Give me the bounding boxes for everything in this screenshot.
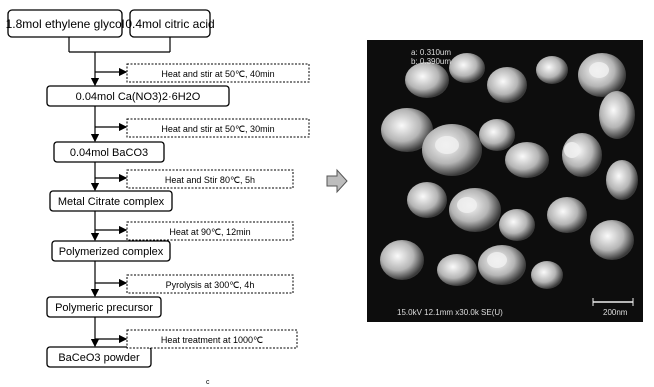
condition-box: Heat and stir at 50℃, 30min bbox=[126, 118, 310, 138]
step-box-barium-carbonate: 0.04mol BaCO3 bbox=[53, 141, 165, 163]
step-label: Metal Citrate complex bbox=[58, 196, 165, 208]
step-label: 0.04mol BaCO3 bbox=[70, 147, 148, 159]
input-box-ethylene-glycol: 1.8mol ethylene glycol bbox=[6, 9, 125, 38]
condition-box: Pyrolysis at 300℃, 4h bbox=[126, 274, 294, 294]
sem-info-bar: 15.0kV 12.1mm x30.0k SE(U) bbox=[397, 308, 503, 317]
step-box-polymerized-complex: Polymerized complex bbox=[51, 240, 171, 262]
condition-label: Pyrolysis at 300℃, 4h bbox=[166, 280, 255, 290]
condition-box: Heat at 90℃, 12min bbox=[126, 221, 294, 241]
input-box-citric-acid: 0.4mol citric acid bbox=[125, 9, 215, 38]
condition-box: Heat treatment at 1000℃ bbox=[126, 329, 298, 349]
step-label: BaCeO3 powder bbox=[58, 352, 140, 364]
condition-label: Heat and stir at 50℃, 30min bbox=[161, 124, 274, 134]
sem-particles bbox=[367, 40, 643, 322]
step-label: Polymeric precursor bbox=[55, 302, 153, 314]
input-label: 1.8mol ethylene glycol bbox=[6, 17, 125, 31]
step-box-polymeric-precursor: Polymeric precursor bbox=[46, 296, 162, 318]
sem-measure-a: a: 0.310um bbox=[411, 48, 452, 57]
scale-bar bbox=[592, 298, 634, 306]
condition-label: Heat and stir at 50℃, 40min bbox=[161, 69, 274, 79]
condition-box: Heat and stir at 50℃, 40min bbox=[126, 63, 310, 83]
step-box-barium-cerate-powder: BaCeO3 powder bbox=[46, 346, 152, 368]
condition-label: Heat at 90℃, 12min bbox=[169, 227, 250, 237]
sem-measure-b: b: 0.390um bbox=[411, 57, 452, 66]
input-label: 0.4mol citric acid bbox=[125, 17, 214, 31]
footer-mark: c bbox=[206, 379, 210, 386]
step-label: Polymerized complex bbox=[59, 246, 164, 258]
condition-label: Heat treatment at 1000℃ bbox=[161, 335, 263, 345]
sem-micrograph: a: 0.310um b: 0.390um 15.0kV 12.1mm x30.… bbox=[367, 40, 643, 322]
step-label: 0.04mol Ca(NO3)2·6H2O bbox=[76, 91, 201, 103]
right-arrow-icon bbox=[326, 168, 348, 194]
step-box-metal-citrate-complex: Metal Citrate complex bbox=[49, 190, 173, 212]
sem-scale-label: 200nm bbox=[603, 308, 628, 317]
condition-label: Heat and Stir 80℃, 5h bbox=[165, 175, 255, 185]
condition-box: Heat and Stir 80℃, 5h bbox=[126, 169, 294, 189]
flowchart-connectors bbox=[68, 37, 171, 348]
step-box-calcium-nitrate: 0.04mol Ca(NO3)2·6H2O bbox=[46, 85, 230, 107]
